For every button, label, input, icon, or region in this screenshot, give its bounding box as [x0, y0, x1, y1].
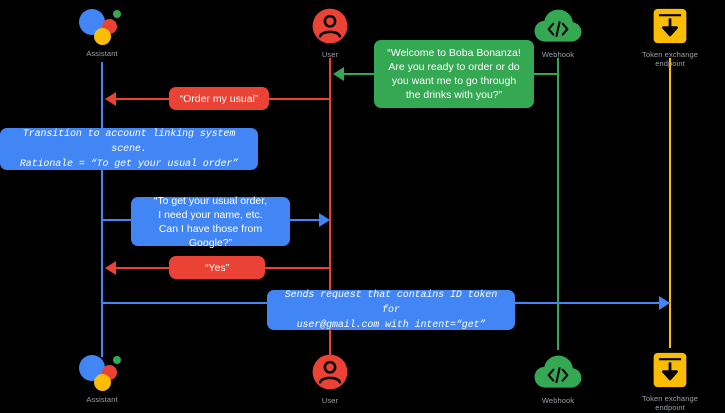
token-icon-wrap — [610, 5, 725, 47]
actor-label-user: User — [321, 396, 339, 405]
user-avatar-icon — [312, 354, 348, 390]
actor-user-bottom: User — [270, 351, 390, 405]
lifeline-token-endpoint — [669, 58, 671, 348]
actor-label-token-endpoint: Token exchange endpoint — [641, 50, 699, 68]
user-icon-wrap-bottom — [270, 351, 390, 393]
token-icon-wrap-bottom — [610, 349, 725, 391]
message-bubble-need-your-name: “To get your usual order, I need your na… — [131, 195, 290, 249]
arrowhead-sends-request — [659, 296, 670, 310]
download-box-icon — [653, 352, 687, 388]
actor-webhook-bottom: Webhook — [498, 351, 618, 405]
download-box-icon — [653, 8, 687, 44]
cloud-code-icon — [534, 355, 582, 388]
arrowhead-need-your-name — [319, 213, 330, 227]
actor-token-endpoint-bottom: Token exchange endpoint — [610, 349, 725, 412]
assistant-icon-wrap — [42, 4, 162, 46]
cloud-code-icon — [534, 9, 582, 42]
actor-user-top: User — [270, 5, 390, 59]
message-bubble-welcome: “Welcome to Boba Bonanza! Are you ready … — [374, 40, 534, 108]
message-bubble-sends-request: Sends request that contains ID token for… — [267, 290, 515, 331]
assistant-icon-wrap-bottom — [42, 350, 162, 392]
google-assistant-icon — [79, 351, 125, 391]
arrowhead-order-my-usual — [105, 92, 116, 106]
actor-label-assistant: Assistant — [86, 49, 118, 58]
actor-webhook-top: Webhook — [498, 5, 618, 59]
actor-token-endpoint-top: Token exchange endpoint — [610, 5, 725, 68]
arrowhead-welcome — [333, 67, 344, 81]
actor-label-user: User — [321, 50, 339, 59]
message-bubble-transition-note: Transition to account linking system sce… — [0, 128, 258, 170]
webhook-icon-wrap-bottom — [498, 351, 618, 393]
user-icon-wrap — [270, 5, 390, 47]
actor-assistant-bottom: Assistant — [42, 350, 162, 404]
actor-label-assistant: Assistant — [86, 395, 118, 404]
lifeline-user — [329, 58, 331, 358]
message-bubble-order-my-usual: “Order my usual” — [169, 87, 269, 110]
actor-assistant-top: Assistant — [42, 4, 162, 58]
actor-label-webhook: Webhook — [541, 396, 575, 405]
actor-label-webhook: Webhook — [541, 50, 575, 59]
arrowhead-yes — [105, 261, 116, 275]
google-assistant-icon — [79, 5, 125, 45]
lifeline-webhook — [557, 58, 559, 350]
actor-label-token-endpoint: Token exchange endpoint — [641, 394, 699, 412]
message-bubble-yes: “Yes” — [169, 256, 265, 279]
user-avatar-icon — [312, 8, 348, 44]
lifeline-assistant — [101, 62, 103, 357]
webhook-icon-wrap — [498, 5, 618, 47]
